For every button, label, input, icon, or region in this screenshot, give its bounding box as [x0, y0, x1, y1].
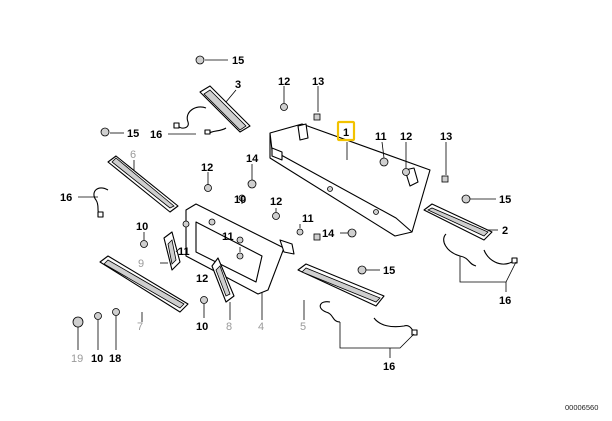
callout-11[interactable]: 11 [178, 246, 190, 258]
callout-2[interactable]: 2 [502, 225, 508, 237]
callout-16[interactable]: 16 [383, 361, 395, 373]
part-1-plate-base[interactable] [269, 123, 431, 237]
part-7-reflector-lower[interactable] [99, 255, 189, 313]
callout-18[interactable]: 18 [109, 353, 121, 365]
fasteners [72, 55, 471, 328]
callout-1[interactable]: 1 [343, 127, 349, 139]
callout-10[interactable]: 10 [136, 221, 148, 233]
callout-4[interactable]: 4 [258, 321, 264, 333]
callout-13[interactable]: 13 [440, 131, 452, 143]
callout-labels: 15 3 12 13 16 15 1 11 12 13 6 12 14 16 1… [60, 55, 511, 373]
leader-lines [77, 59, 517, 358]
callout-3[interactable]: 3 [235, 79, 241, 91]
part-6-reflector-left[interactable] [93, 155, 179, 218]
callout-6[interactable]: 6 [130, 149, 136, 161]
callout-15[interactable]: 15 [232, 55, 244, 67]
part-8-bracket[interactable] [211, 257, 235, 303]
callout-16[interactable]: 16 [60, 192, 72, 204]
callout-12[interactable]: 12 [196, 273, 208, 285]
callout-11[interactable]: 11 [302, 213, 314, 225]
callout-8[interactable]: 8 [226, 321, 232, 333]
callout-16[interactable]: 16 [150, 129, 162, 141]
callout-11[interactable]: 11 [222, 231, 234, 243]
callout-15[interactable]: 15 [383, 265, 395, 277]
highlight-box [336, 120, 356, 142]
part-9-bracket[interactable] [163, 231, 181, 271]
callout-10[interactable]: 10 [234, 194, 246, 206]
callout-12[interactable]: 12 [278, 76, 290, 88]
part-4-plate-bracket[interactable] [185, 203, 295, 295]
callout-12[interactable]: 12 [270, 196, 282, 208]
diagram-reference-number: 00006560 [565, 403, 598, 412]
callout-5[interactable]: 5 [300, 321, 306, 333]
callout-15[interactable]: 15 [127, 128, 139, 140]
callout-15[interactable]: 15 [499, 194, 511, 206]
callout-14[interactable]: 14 [322, 228, 335, 240]
callout-12[interactable]: 12 [201, 162, 213, 174]
part-5-reflector-lower-right[interactable] [297, 263, 418, 336]
callout-9[interactable]: 9 [138, 258, 144, 270]
callout-7[interactable]: 7 [137, 321, 143, 333]
callout-12[interactable]: 12 [400, 131, 412, 143]
callout-10[interactable]: 10 [91, 353, 103, 365]
callout-14[interactable]: 14 [246, 153, 259, 165]
callout-16[interactable]: 16 [499, 295, 511, 307]
part-3-reflector-upper[interactable] [173, 85, 251, 135]
callout-11[interactable]: 11 [375, 131, 387, 143]
callout-13[interactable]: 13 [312, 76, 324, 88]
callout-10[interactable]: 10 [196, 321, 208, 333]
callout-19[interactable]: 19 [71, 353, 83, 365]
